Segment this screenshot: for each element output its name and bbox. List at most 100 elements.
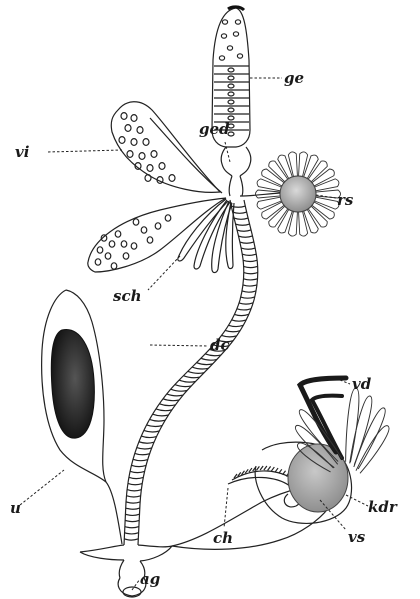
germ-cell (227, 46, 232, 50)
ductus-rings (124, 206, 258, 540)
lobe-cell (123, 253, 129, 259)
dc-ring (128, 483, 142, 484)
dc-ring (192, 367, 208, 369)
cirrus-spine (268, 466, 271, 470)
dc-ring (244, 272, 258, 273)
label-vi: vi (15, 143, 30, 161)
dc-ring (231, 206, 245, 207)
dc-ring (201, 358, 217, 360)
lobe-cell (105, 253, 111, 259)
dc-ring (233, 212, 247, 213)
uterus (42, 290, 122, 544)
label-sch: sch (113, 287, 141, 305)
cirrus-spine (260, 466, 263, 470)
dc-ring (236, 224, 250, 225)
dc-ring (126, 508, 140, 509)
lobe-cell (141, 227, 147, 233)
lobe-cell (147, 237, 153, 243)
vitellarium-upper (111, 102, 222, 193)
lobe-cell (115, 231, 121, 237)
dc-ring (171, 389, 187, 391)
label-vd: vd (352, 375, 372, 393)
lobe-cell (121, 241, 127, 247)
dc-ring (234, 314, 248, 315)
lobe-cell (111, 263, 117, 269)
germ-row-cell (228, 68, 234, 72)
germ-cell (219, 56, 224, 60)
germ-row-cell (228, 84, 234, 88)
germ-row-cell (228, 108, 234, 112)
germarium-cells (219, 20, 242, 60)
dc-ring (144, 430, 159, 432)
germ-cell (237, 54, 242, 58)
dc-ring (244, 279, 258, 280)
cirrus-spine (256, 466, 259, 470)
shell-gland-lobes (178, 199, 234, 273)
dc-ring (188, 371, 204, 373)
label-ag: ag (140, 570, 160, 588)
dc-ring (237, 309, 251, 310)
vitelline-cell (131, 115, 137, 122)
vitelline-cell (139, 153, 145, 160)
vitelline-cell (125, 125, 131, 132)
dc-ring (156, 409, 172, 411)
dc-ring (242, 291, 256, 292)
dc-ring (240, 242, 254, 243)
germ-row-cell (228, 92, 234, 96)
label-u: u (10, 499, 21, 517)
vitelline-cell (147, 165, 153, 172)
cirrus-spine (264, 466, 267, 470)
dc-ring (241, 297, 255, 298)
dc-ring (241, 248, 255, 249)
dc-ring (243, 260, 257, 261)
dc-ring (197, 363, 213, 365)
lower-lobe-dots (95, 215, 171, 269)
dc-ring (175, 385, 191, 387)
germ-cell (221, 34, 226, 38)
vitelline-cell (169, 175, 175, 182)
lobe-cell (95, 259, 101, 265)
label-ged: ged (199, 120, 230, 138)
dc-ring (125, 527, 139, 528)
dc-ring (126, 496, 140, 497)
germ-cell (222, 20, 227, 24)
label-vs: vs (348, 528, 366, 546)
cirrus-spine (275, 468, 278, 472)
dc-ring (179, 380, 195, 382)
cirrus-spine (271, 467, 274, 471)
lobe-cell (133, 219, 139, 225)
dc-ring (149, 419, 165, 421)
dc-ring (137, 448, 152, 449)
dc-ring (205, 354, 221, 356)
dc-ring (242, 254, 256, 255)
dc-ring (125, 533, 139, 534)
dc-ring (239, 303, 253, 304)
dc-ring (127, 490, 141, 491)
dc-ring (126, 502, 140, 503)
vitelline-cell (127, 151, 133, 158)
dc-ring (130, 471, 144, 472)
dc-ring (183, 376, 199, 378)
cirrus-spine (249, 468, 252, 472)
vitellarium-dots (119, 113, 175, 184)
dc-ring (147, 425, 163, 427)
dc-ring (135, 453, 150, 454)
dc-ring (125, 514, 139, 515)
vitelline-cell (131, 139, 137, 146)
dc-ring (139, 442, 154, 443)
germ-row-cell (228, 76, 234, 80)
vitelline-cell (159, 163, 165, 170)
germ-cell (235, 20, 240, 24)
dc-ring (153, 414, 169, 416)
ductus-communis (124, 200, 258, 545)
dc-ring (232, 320, 247, 321)
dc-ring (125, 520, 139, 521)
dc-ring (237, 230, 251, 231)
dc-ring (124, 539, 138, 540)
dc-ring (243, 285, 257, 286)
dc-ring (163, 399, 179, 401)
lobe-cell (109, 241, 115, 247)
label-ch: ch (213, 529, 233, 547)
